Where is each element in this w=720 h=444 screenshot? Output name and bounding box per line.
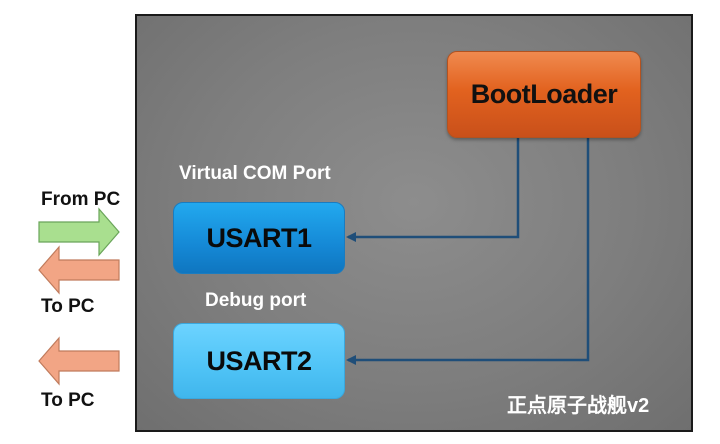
connector-bootloader-usart2 [346, 138, 590, 365]
bootloader-label: BootLoader [470, 79, 618, 109]
to-pc-arrow-1 [38, 245, 120, 295]
from-pc-arrow [38, 207, 120, 257]
usart2-block: USART2 [173, 323, 345, 399]
debug-port-label: Debug port [205, 290, 307, 311]
to-pc-label-1: To PC [41, 296, 95, 317]
virtual-com-port-label: Virtual COM Port [179, 163, 331, 184]
to-pc-arrow-2 [38, 336, 120, 386]
usart1-block: USART1 [173, 202, 345, 274]
from-pc-label: From PC [41, 189, 121, 210]
bootloader-block: BootLoader [447, 51, 641, 138]
connector-bootloader-usart1 [346, 138, 520, 242]
usart1-label: USART1 [206, 222, 312, 253]
board-name-label: 正点原子战舰v2 [507, 395, 650, 417]
to-pc-label-2: To PC [41, 390, 95, 411]
usart2-label: USART2 [206, 345, 312, 376]
